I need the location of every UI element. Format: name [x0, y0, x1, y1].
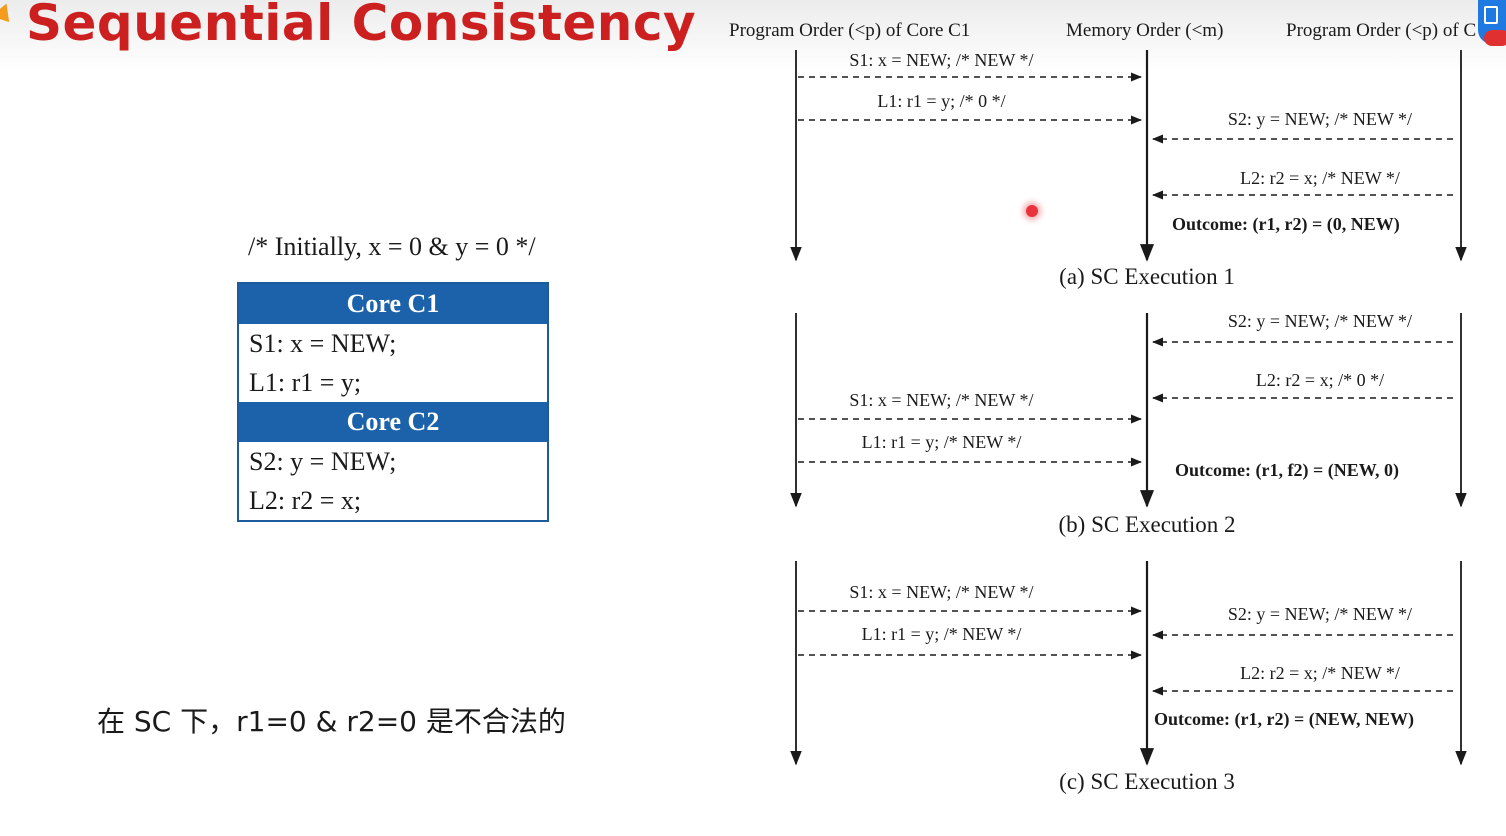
- message-label: S1: x = NEW; /* NEW */: [849, 582, 1033, 602]
- message-label: L2: r2 = x; /* NEW */: [1240, 168, 1400, 188]
- execution-panel-2: S2: y = NEW; /* NEW */ L2: r2 = x; /* 0 *…: [790, 311, 1467, 537]
- badge-notification-icon: [1484, 30, 1506, 46]
- message-label: L1: r1 = y; /* 0 */: [877, 91, 1005, 111]
- message-label: L2: r2 = x; /* NEW */: [1240, 663, 1400, 683]
- message-label: S1: x = NEW; /* NEW */: [849, 390, 1033, 410]
- execution-caption: (a) SC Execution 1: [1059, 264, 1235, 289]
- core-c2-line-2: L2: r2 = x;: [249, 486, 362, 515]
- execution-caption: (b) SC Execution 2: [1059, 512, 1236, 537]
- message-label: S2: y = NEW; /* NEW */: [1228, 604, 1412, 624]
- execution-caption: (c) SC Execution 3: [1059, 769, 1235, 794]
- outcome-label: Outcome: (r1, f2) = (NEW, 0): [1175, 460, 1399, 481]
- execution-panel-3: S1: x = NEW; /* NEW */ S2: y = NEW; /* NE…: [790, 561, 1467, 794]
- message-label: S2: y = NEW; /* NEW */: [1228, 109, 1412, 129]
- core-c1-header: Core C1: [239, 284, 547, 324]
- initial-condition: /* Initially, x = 0 & y = 0 */: [248, 232, 536, 261]
- core-c1-line-2: L1: r1 = y;: [249, 368, 362, 397]
- message-label: L1: r1 = y; /* NEW */: [862, 432, 1022, 452]
- message-label: S1: x = NEW; /* NEW */: [849, 50, 1033, 70]
- legality-note: 在 SC 下，r1=0 & r2=0 是不合法的: [97, 705, 566, 738]
- column-header-memory: Memory Order (<m): [1066, 20, 1224, 41]
- code-table: Core C1 S1: x = NEW; L1: r1 = y; Core C2…: [237, 282, 549, 522]
- title-band: [0, 0, 1506, 72]
- core-c2-line-1: S2: y = NEW;: [249, 447, 397, 476]
- message-label: S2: y = NEW; /* NEW */: [1228, 311, 1412, 331]
- outcome-label: Outcome: (r1, r2) = (0, NEW): [1172, 214, 1400, 235]
- column-header-c1: Program Order (<p) of Core C1: [729, 20, 971, 41]
- message-label: L1: r1 = y; /* NEW */: [862, 624, 1022, 644]
- laser-pointer-icon: [1026, 205, 1038, 217]
- execution-panel-1: S1: x = NEW; /* NEW */ L1: r1 = y; /* 0 *…: [790, 50, 1467, 289]
- message-label: L2: r2 = x; /* 0 */: [1256, 370, 1384, 390]
- core-c2-header: Core C2: [239, 402, 547, 442]
- outcome-label: Outcome: (r1, r2) = (NEW, NEW): [1154, 709, 1414, 730]
- column-header-c2: Program Order (<p) of C: [1286, 20, 1477, 41]
- core-c1-line-1: S1: x = NEW;: [249, 329, 397, 358]
- slide-title: Sequential Consistency: [26, 0, 697, 52]
